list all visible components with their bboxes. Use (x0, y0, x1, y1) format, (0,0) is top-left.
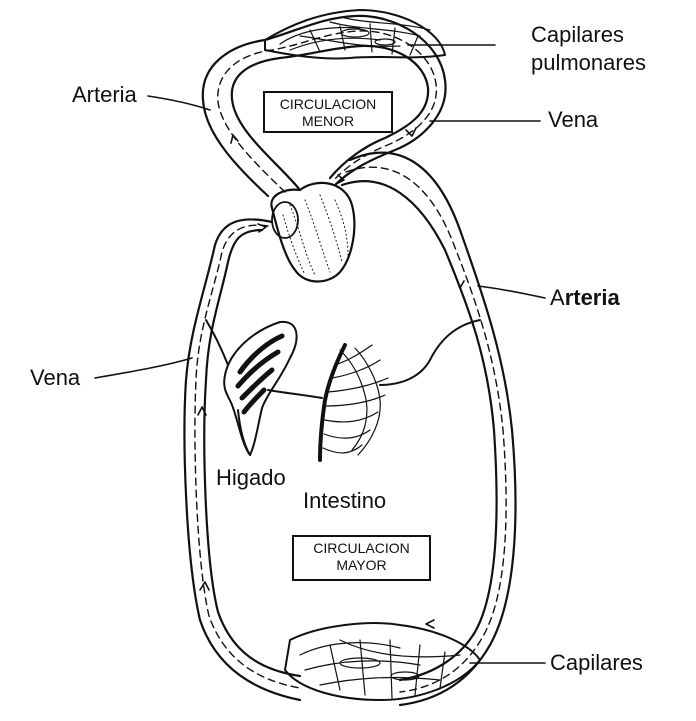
label-higado: Higado (216, 465, 286, 490)
systemic-inner-left (203, 228, 302, 678)
label-vena-top: Vena (548, 107, 599, 132)
lung-capillary-mesh (279, 17, 431, 56)
label-arteria-right-rest: rteria (564, 285, 620, 310)
heart (270, 181, 356, 283)
arrow-heart-in (257, 223, 267, 233)
label-arteria-top: Arteria (72, 82, 137, 107)
body-capillary-mesh (299, 639, 461, 699)
arrow-pulmonary-left (230, 134, 239, 144)
box-menor-line2: MENOR (301, 113, 355, 129)
label-capilares-pulmonares-1: Capilares (531, 22, 624, 47)
label-arteria-right-initial: A (550, 285, 565, 310)
liver-lobes (235, 333, 285, 415)
intestine-trunk (318, 343, 347, 462)
lung-capillary-bed (264, 9, 446, 60)
mesenteric-artery (379, 319, 481, 386)
arrow-arteria-right (456, 279, 465, 289)
label-capilares-pulmonares-2: pulmonares (531, 50, 646, 75)
leader-vena-left (94, 357, 193, 379)
leader-arteria-right (477, 285, 546, 299)
box-mayor-line1: CIRCULACION (313, 540, 410, 556)
portal-vein (267, 389, 323, 399)
label-intestino: Intestino (303, 488, 387, 513)
leader-lines (94, 44, 546, 664)
arrow-vena-low (199, 581, 210, 591)
heart-stipple (282, 194, 349, 276)
arrow-heart-out (335, 174, 345, 185)
heart-atrium (271, 201, 299, 239)
box-circulacion-mayor: CIRCULACION MAYOR (292, 535, 431, 581)
arrow-capillary (425, 619, 435, 629)
body-capillary-bed (284, 622, 481, 701)
pulmonary-loop-inner (230, 44, 430, 192)
arrow-pulmonary-right (405, 127, 417, 137)
arrow-vena-left (197, 406, 207, 416)
pulmonary-flow-dashed (217, 30, 437, 193)
pulmonary-loop-outer (201, 14, 447, 198)
liver (223, 320, 298, 456)
label-vena-left: Vena (30, 365, 81, 390)
liver-stem (237, 409, 251, 456)
label-arteria-right: Arteria (550, 285, 620, 311)
systemic-outer-left (183, 218, 302, 702)
systemic-inner-right (340, 180, 498, 682)
box-menor-line1: CIRCULACION (279, 96, 377, 112)
hepatic-vein (205, 319, 229, 366)
flow-arrows (197, 127, 465, 629)
box-mayor-line2: MAYOR (336, 557, 387, 573)
intestine-vessels (322, 344, 389, 456)
label-capilares-bottom: Capilares (550, 650, 643, 675)
box-circulacion-menor: CIRCULACION MENOR (263, 91, 393, 133)
systemic-flow-dashed-left (194, 224, 301, 689)
leader-arteria-top (147, 95, 211, 111)
